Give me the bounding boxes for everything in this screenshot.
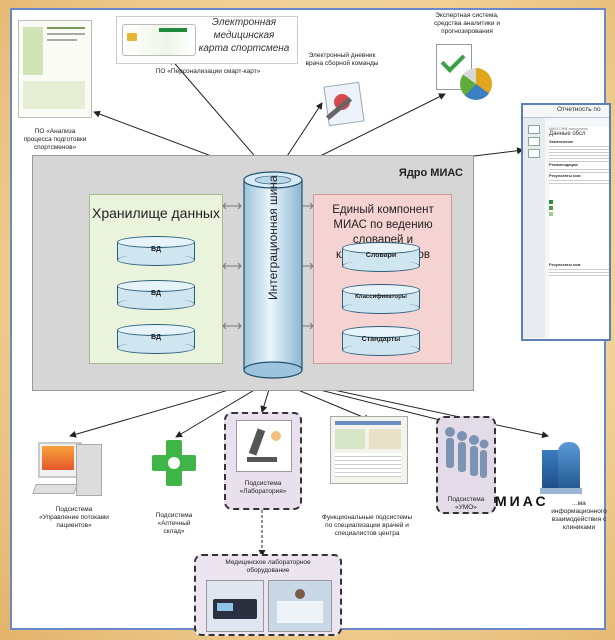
- smart-cards-label: ПО «Персонализации смарт-карт»: [155, 68, 261, 75]
- pie-chart-icon: [460, 68, 492, 100]
- integration-bus-label: Интеграционная шина: [266, 175, 280, 300]
- db-cylinder: БД: [117, 280, 195, 310]
- integration-bus: [243, 171, 303, 379]
- core-title: Ядро МИАС: [398, 167, 463, 179]
- lab-room-icon: [268, 580, 332, 632]
- miac-overlay-label: МИАС: [495, 493, 549, 509]
- report-section: Заключение: [549, 139, 574, 144]
- grid-icon: [528, 137, 540, 146]
- report-section: Результаты ком: [549, 173, 581, 178]
- legend-marker-light: [549, 212, 553, 216]
- report-crumb: МИАС/ЭМК спортсмена: [549, 127, 588, 131]
- pharmacy-cross-icon: [152, 440, 196, 486]
- lab-label: Подсистема«Лаборатория»: [239, 480, 287, 495]
- lab-subsystem-box: Подсистема«Лаборатория»: [224, 412, 302, 510]
- doc-icon: [528, 125, 540, 134]
- report-section: Результаты ком: [549, 262, 581, 267]
- clinic-buildings-icon: [540, 440, 582, 496]
- report-section: Рекомендации: [549, 162, 578, 167]
- computer-workstation-icon: [28, 436, 120, 502]
- lab-analyzer-icon: [206, 580, 264, 632]
- standards-cylinder: Стандарты: [342, 326, 420, 356]
- smart-card-icon: [122, 24, 196, 56]
- legend-marker-green: [549, 206, 553, 210]
- lab-microscope-icon: [236, 420, 292, 472]
- umo-label: Подсистема«УМО»: [447, 496, 485, 511]
- db-cylinder: БД: [117, 236, 195, 266]
- diary-icon: [318, 78, 368, 127]
- db-cylinder: БД: [117, 324, 195, 354]
- analysis-screenshot-icon: [18, 20, 92, 118]
- umo-people-icon: [445, 427, 489, 478]
- legend-marker-green: [549, 200, 553, 204]
- classifiers-cylinder: Классификаторы: [342, 284, 420, 314]
- dictionaries-cylinder: Словари: [342, 242, 420, 272]
- umo-subsystem-box: Подсистема«УМО»: [436, 416, 496, 514]
- report-heading: Данные обсл: [549, 131, 586, 137]
- report-screenshot: Отчетность по МИАС/ЭМК спортсмена Данные…: [521, 103, 611, 341]
- arrow-icon: [528, 149, 540, 158]
- functional-subsystems-screenshot-icon: [330, 416, 408, 484]
- storage-title: Хранилище данных: [92, 205, 220, 221]
- report-title: Отчетность по: [557, 106, 601, 113]
